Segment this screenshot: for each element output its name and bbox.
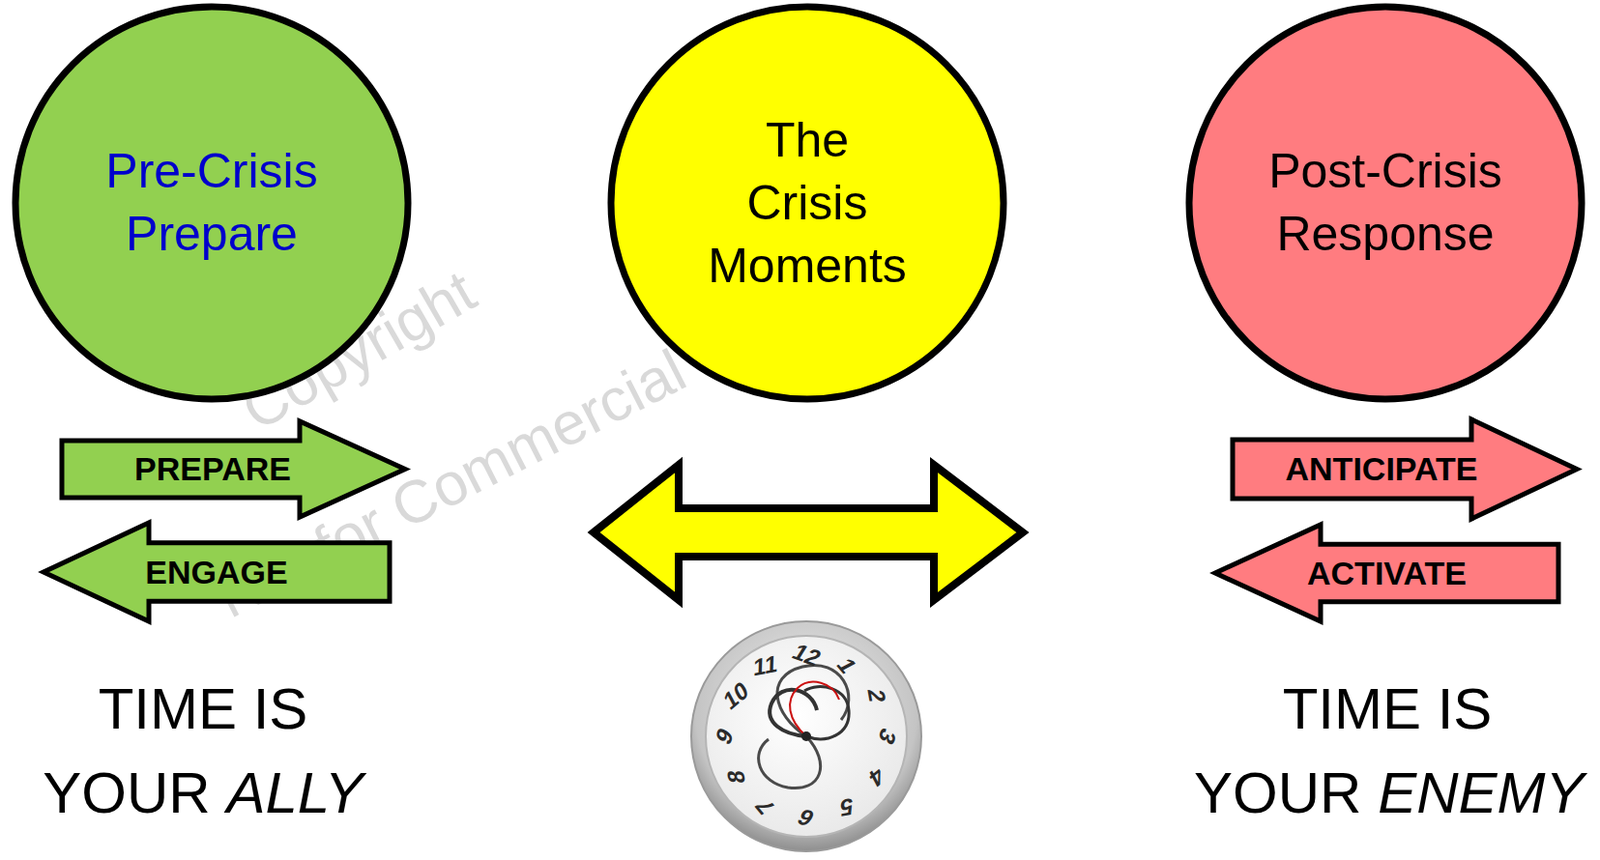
node-text-area: Post-Crisis Response xyxy=(1259,2,1512,404)
node-text-area: Pre-Crisis Prepare xyxy=(86,2,338,404)
statement-emphasis: ALLY xyxy=(226,760,363,826)
phase-title: Pre-Crisis Prepare xyxy=(86,140,338,266)
arrow-shape xyxy=(1215,524,1559,622)
arrow-label: ENGAGE xyxy=(145,551,288,594)
node-text-area: ACTIVATE xyxy=(1250,522,1523,625)
phase-circle: Pre-Crisis Prepare xyxy=(11,2,412,404)
phase-title: Post-Crisis Response xyxy=(1259,140,1512,266)
node-text-area: PREPARE xyxy=(58,418,367,521)
right-arrow-box: PREPARE xyxy=(58,418,408,521)
arrow-shape xyxy=(1232,419,1577,520)
left-arrow-box: ENGAGE xyxy=(40,520,393,625)
circle-shape xyxy=(610,6,1004,400)
clock-numeral: 8 xyxy=(721,770,752,785)
node-text-area: The Crisis Moments xyxy=(703,2,911,404)
clock-illustration xyxy=(691,621,922,852)
time-statement: TIME IS YOURALLY xyxy=(9,667,397,836)
arrow-label: ACTIVATE xyxy=(1307,552,1467,595)
statement-emphasis: ENEMY xyxy=(1377,760,1584,826)
statement-line: YOURALLY xyxy=(9,751,397,836)
arrow-shape xyxy=(43,523,390,622)
statement-text: TIME IS xyxy=(98,676,309,742)
statement-text: TIME IS xyxy=(1282,676,1493,742)
arrow-label: ANTICIPATE xyxy=(1285,447,1479,491)
statement-line: TIME IS xyxy=(1193,667,1581,752)
statement-line: YOURENEMY xyxy=(1193,751,1581,836)
circle-shape xyxy=(15,6,408,400)
clock-numeral: 11 xyxy=(753,650,779,683)
arrow-shape xyxy=(61,421,406,518)
right-arrow-box: ANTICIPATE xyxy=(1229,416,1580,523)
node-text-area: ANTICIPATE xyxy=(1229,416,1534,523)
left-arrow-box: ACTIVATE xyxy=(1212,522,1562,625)
phase-circle: Post-Crisis Response xyxy=(1185,2,1586,404)
node-outline xyxy=(1185,2,1586,404)
arrow-label: PREPARE xyxy=(134,447,291,491)
statement-line: TIME IS xyxy=(9,667,397,752)
statement-text: YOUR xyxy=(1193,760,1362,826)
phase-title: The Crisis Moments xyxy=(703,109,911,298)
double-arrow xyxy=(593,465,1023,601)
clock-numeral: 2 xyxy=(861,689,892,703)
clock-numeral: 5 xyxy=(840,791,854,822)
phase-circle: The Crisis Moments xyxy=(607,2,1008,404)
statement-text: YOUR xyxy=(42,760,210,826)
node-outline xyxy=(11,2,412,404)
time-statement: TIME IS YOURENEMY xyxy=(1193,667,1581,836)
node-text-area: ENGAGE xyxy=(79,520,354,625)
circle-shape xyxy=(1189,6,1582,400)
